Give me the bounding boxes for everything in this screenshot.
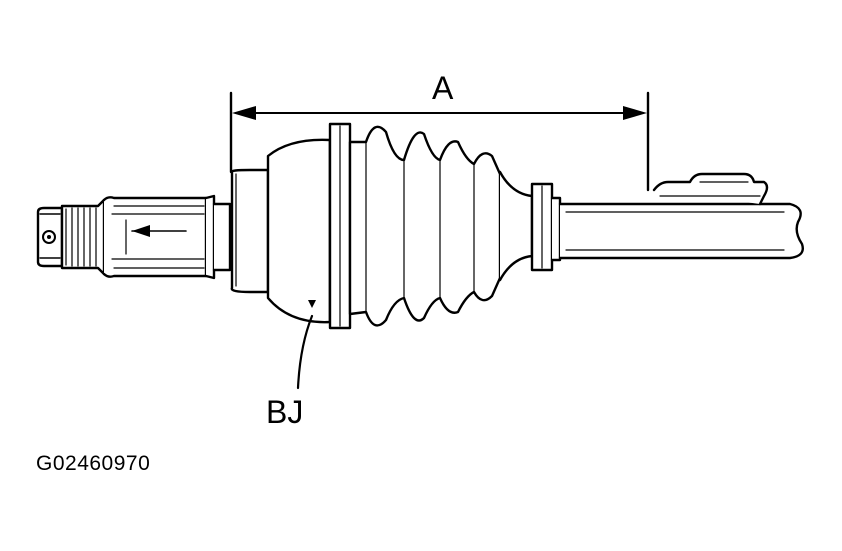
boot-mark (308, 300, 316, 308)
outer-joint-housing (232, 170, 268, 292)
ball-joint-boot (268, 124, 532, 328)
boot-joint-label: BJ (266, 394, 304, 430)
outer-spline-shaft (38, 196, 230, 278)
bj-leader-line (298, 316, 312, 388)
dimension-arrow-right (623, 106, 647, 120)
dimension-a-label: A (432, 70, 454, 106)
boot-bellows (350, 127, 500, 326)
alignment-arrow-mark (132, 225, 150, 237)
shaft-end-hole (43, 231, 55, 243)
figure-id: G02460970 (36, 452, 151, 475)
dimension-arrow-left (232, 106, 256, 120)
dimension-a (231, 93, 648, 190)
intermediate-shaft (532, 174, 803, 270)
